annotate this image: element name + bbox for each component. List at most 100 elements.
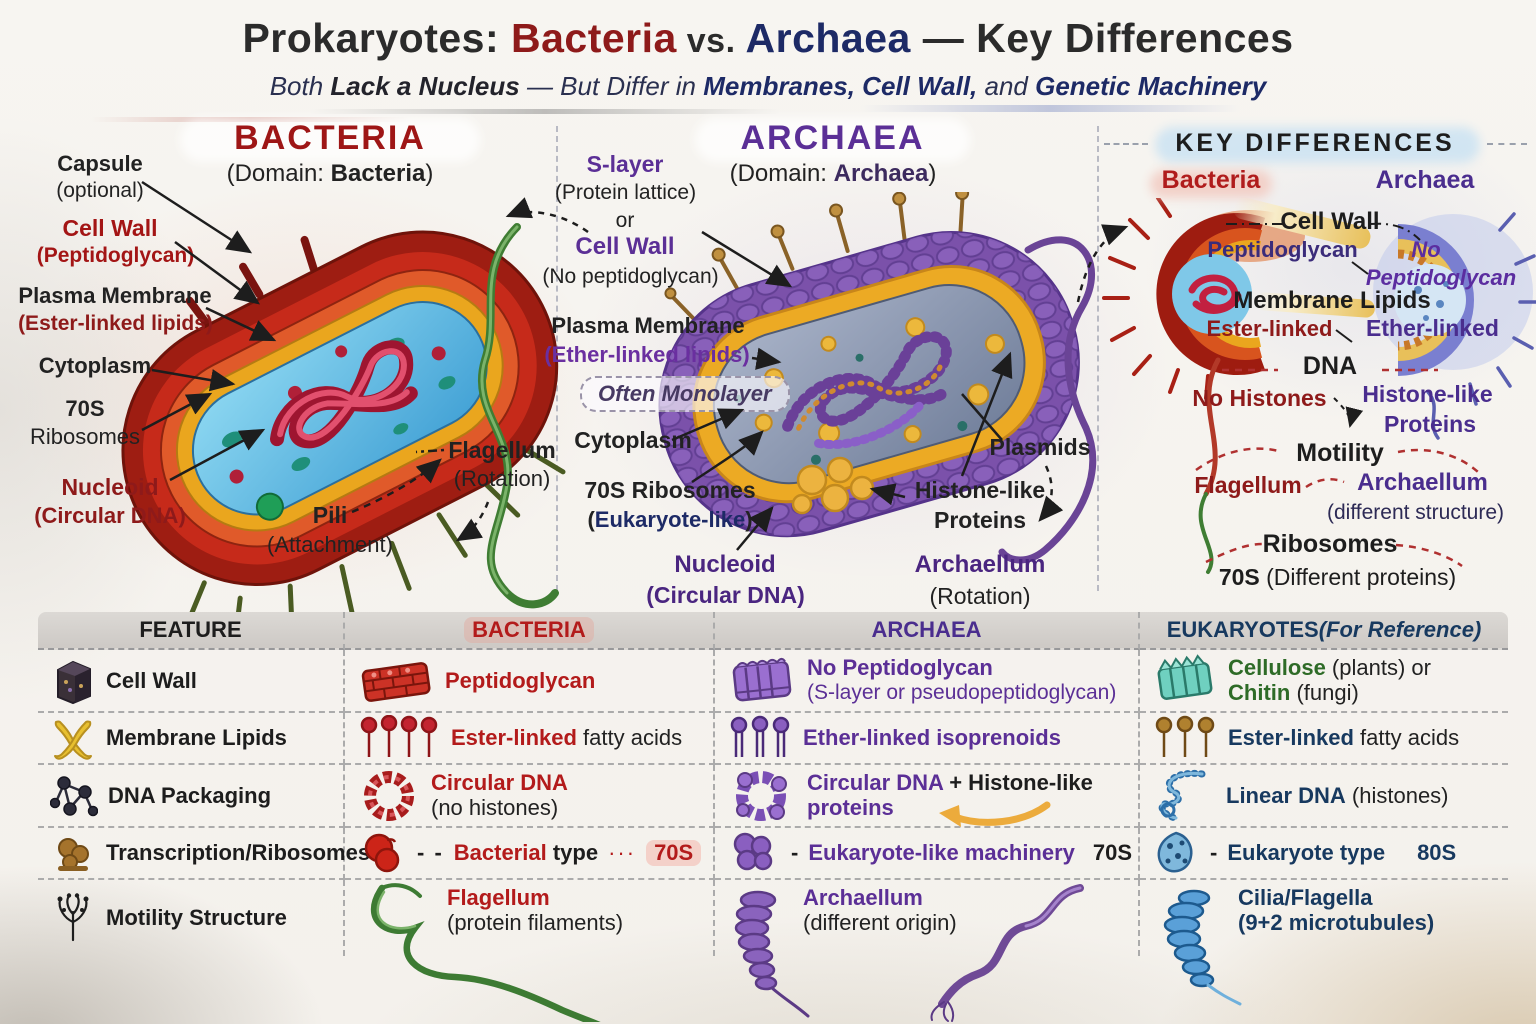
label-plasma-membrane-sub: (Ester-linked lipids) (18, 312, 213, 335)
page-subtitle: Both Lack a Nucleus — But Differ in Memb… (0, 72, 1536, 101)
table-row-dna-bacteria: Circular DNA (no histones) (345, 765, 715, 828)
slayer-block-icon (732, 657, 792, 701)
kd-peptidoglycan: Peptidoglycan (1207, 237, 1358, 262)
euk-lipid-pins-icon (1155, 715, 1215, 757)
label-often-monolayer: Often Monolayer (580, 376, 790, 412)
label-histone-proteins: Proteins (933, 507, 1027, 533)
cellulose-block-icon (1157, 653, 1213, 700)
table-header-archaea: ARCHAEA (715, 612, 1140, 650)
purple-flagellum-wavy-icon (930, 884, 1084, 1022)
label-70s: 70S (65, 396, 105, 421)
kd-ribosomes-value: 70S (Different proteins) (1218, 564, 1457, 590)
kd-no: No (1411, 237, 1441, 262)
table-row-dna-archaea: Circular DNA + Histone-like proteins (715, 765, 1140, 828)
label-nucleoid-sub: (Circular DNA) (34, 503, 186, 528)
label-flagellum-sub: (Rotation) (453, 466, 551, 491)
motility-icon (57, 893, 89, 942)
title-suffix: — Key Differences (910, 15, 1294, 61)
table-row-ribo-feature: Transcription/Ribosomes (38, 828, 370, 880)
keydiff-heading: KEY DIFFERENCES (1175, 129, 1455, 157)
transcription-icon (58, 838, 89, 871)
bacteria-heading: BACTERIA (234, 119, 426, 157)
linear-dna-blue-icon (1158, 769, 1206, 821)
label-cell-wall: Cell Wall (62, 215, 158, 241)
kd-dna: DNA (1302, 352, 1358, 380)
label-arch-70s-sub: (Eukaryote-like) (587, 507, 753, 532)
comparison-table: FEATURE BACTERIA ARCHAEA EUKARYOTES (For… (38, 612, 1508, 956)
label-s-layer-sub: (Protein lattice) (554, 181, 697, 204)
table-header-eukaryotes: EUKARYOTES (For Reference) (1140, 612, 1508, 650)
table-row-cellwall-bacteria: Peptidoglycan (345, 650, 715, 713)
subtitle-part: — But Differ in (519, 71, 704, 101)
label-arch-nucleoid-sub: (Circular DNA) (646, 582, 805, 608)
archaea-subheading: (Domain: Archaea) (729, 160, 937, 187)
label-cell-wall-sub: (Peptidoglycan) (36, 244, 195, 267)
kd-archaellum: Archaellum (1357, 469, 1488, 496)
label-flagellum: Flagellum (448, 437, 556, 463)
archaea-heading: ARCHAEA (740, 119, 925, 157)
keydiff-col-bacteria: Bacteria (1161, 166, 1261, 194)
kd-flagellum: Flagellum (1194, 472, 1302, 498)
circular-dna-red-icon (364, 770, 414, 821)
bacteria-subheading: (Domain: Bacteria) (226, 160, 434, 187)
kd-archaellum-sub: (different structure) (1326, 501, 1504, 524)
keydiff-swash (1155, 127, 1480, 163)
label-archaellum-sub: (Rotation) (929, 583, 1031, 609)
table-row-ribo-archaea: - Eukaryote-like machinery 70S (715, 828, 1140, 880)
panel-separator (1097, 126, 1099, 591)
subtitle-lack-nucleus: Lack a Nucleus (330, 71, 520, 101)
table-header-bacteria: BACTERIA (345, 612, 715, 650)
underline-streak (860, 105, 1240, 112)
subtitle-membranes: Membranes, Cell Wall, (703, 71, 978, 101)
subtitle-part: and (977, 71, 1036, 101)
keydiff-dashes (1487, 143, 1527, 145)
keydiff-dashes (1104, 143, 1148, 145)
ester-lipid-pins-icon (360, 715, 438, 757)
page-title: Prokaryotes: Bacteria vs. Archaea — Key … (0, 15, 1536, 61)
table-row-motility-bacteria: Flagellum (protein filaments) (345, 880, 715, 956)
label-arch-cell-wall-sub: (No peptidoglycan) (542, 265, 719, 288)
cell-wall-icon (57, 660, 91, 704)
label-ribosomes: Ribosomes (29, 424, 141, 449)
blue-cilium-coil-icon (1163, 889, 1242, 1006)
kd-no-peptidoglycan: Peptidoglycan (1365, 265, 1517, 290)
table-header-feature: FEATURE (38, 612, 345, 650)
label-histone-like: Histone-like (914, 477, 1046, 503)
label-pili: Pili (312, 502, 348, 528)
kd-motility: Motility (1296, 439, 1384, 467)
label-capsule: Capsule (57, 151, 143, 176)
label-s-layer: S-layer (586, 151, 664, 177)
label-arch-cytoplasm: Cytoplasm (574, 427, 692, 453)
table-row-ribo-eukaryotes: - Eukaryote type 80S (1140, 828, 1508, 880)
label-plasma-membrane: Plasma Membrane (18, 283, 212, 308)
dna-packaging-icon (50, 775, 98, 816)
subtitle-genetic: Genetic Machinery (1035, 71, 1267, 101)
kd-histone-proteins: Proteins (1383, 411, 1477, 437)
heading-swash (180, 118, 480, 162)
kd-no-histones: No Histones (1192, 385, 1327, 411)
table-row-lipids-archaea: Ether-linked isoprenoids (715, 713, 1140, 765)
peptidoglycan-brick-icon (361, 661, 431, 702)
purple-archaellum-coil-icon (734, 890, 810, 1018)
kd-ether-linked: Ether-linked (1366, 315, 1499, 341)
label-arch-70s-ribosomes: 70S Ribosomes (584, 477, 756, 503)
label-arch-cell-wall: Cell Wall (575, 233, 675, 260)
label-nucleoid: Nucleoid (61, 474, 159, 500)
table-row-lipids-eukaryotes: Ester-linked fatty acids (1140, 713, 1508, 765)
keydiff-mini-bacteria-illustration (1102, 198, 1305, 574)
title-vs: vs. (676, 22, 746, 60)
keydiff-col-archaea: Archaea (1375, 166, 1475, 194)
keydiff-mini-archaea-illustration (1373, 212, 1536, 440)
bacterial-ribosome-icon (364, 833, 400, 873)
archaeal-ribosome-icon (733, 832, 773, 871)
label-or: or (615, 209, 635, 232)
green-flagellum-icon (370, 883, 601, 1022)
table-row-ribo-bacteria: - - Bacterial type ··· 70S (345, 828, 715, 880)
table-row-dna-feature: DNA Packaging (38, 765, 345, 828)
title-archaea: Archaea (745, 15, 911, 61)
bacteria-col-swash (1150, 170, 1272, 198)
circular-dna-purple-icon (736, 770, 787, 821)
table-row-cellwall-archaea: No Peptidoglycan (S-layer or pseudopepti… (715, 650, 1140, 713)
kd-ribosomes: Ribosomes (1262, 530, 1398, 558)
